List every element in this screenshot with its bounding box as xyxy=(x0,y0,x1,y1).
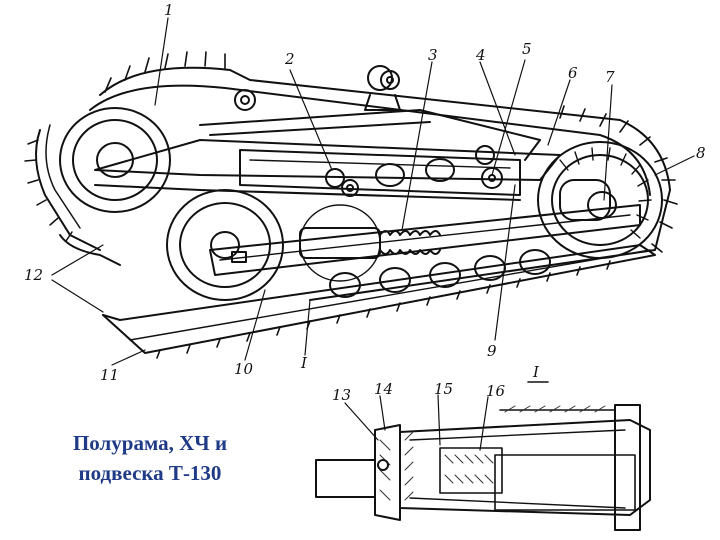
callout-9: 9 xyxy=(487,342,497,360)
callout-8: 8 xyxy=(696,144,706,162)
callout-15: 15 xyxy=(434,380,454,398)
callout-6: 6 xyxy=(568,64,578,82)
callout-11: 11 xyxy=(100,366,120,384)
callout-5: 5 xyxy=(522,40,532,58)
callout-16: 16 xyxy=(486,382,506,400)
semi-frame-beams xyxy=(94,109,641,276)
front-idler-wheel xyxy=(166,189,284,301)
drive-sprocket xyxy=(537,141,663,259)
caption-line-1: Полурама, ХЧ и xyxy=(72,431,228,455)
lower-track-chain xyxy=(59,234,656,359)
tension-spring xyxy=(299,204,441,282)
callout-4: 4 xyxy=(476,46,486,64)
caption-line-2: подвеска Т-130 xyxy=(78,461,222,485)
callout-12: 12 xyxy=(24,266,44,284)
detail-view-mark: I xyxy=(533,363,539,381)
callout-3: 3 xyxy=(428,46,438,64)
callout-7: 7 xyxy=(605,68,615,86)
rear-idler-wheel xyxy=(24,107,171,251)
callout-10: 10 xyxy=(234,360,254,378)
leader-lines xyxy=(51,17,695,366)
upper-track-chain xyxy=(89,51,678,301)
callout-13: 13 xyxy=(332,386,352,404)
section-detail-drawing xyxy=(315,381,651,531)
support-rollers xyxy=(234,65,503,197)
callout-14: 14 xyxy=(374,380,394,398)
section-mark: I xyxy=(301,354,307,372)
callout-1: 1 xyxy=(164,1,174,19)
diagram-caption: Полурама, ХЧ и подвеска Т-130 xyxy=(40,428,260,488)
callout-2: 2 xyxy=(285,50,295,68)
